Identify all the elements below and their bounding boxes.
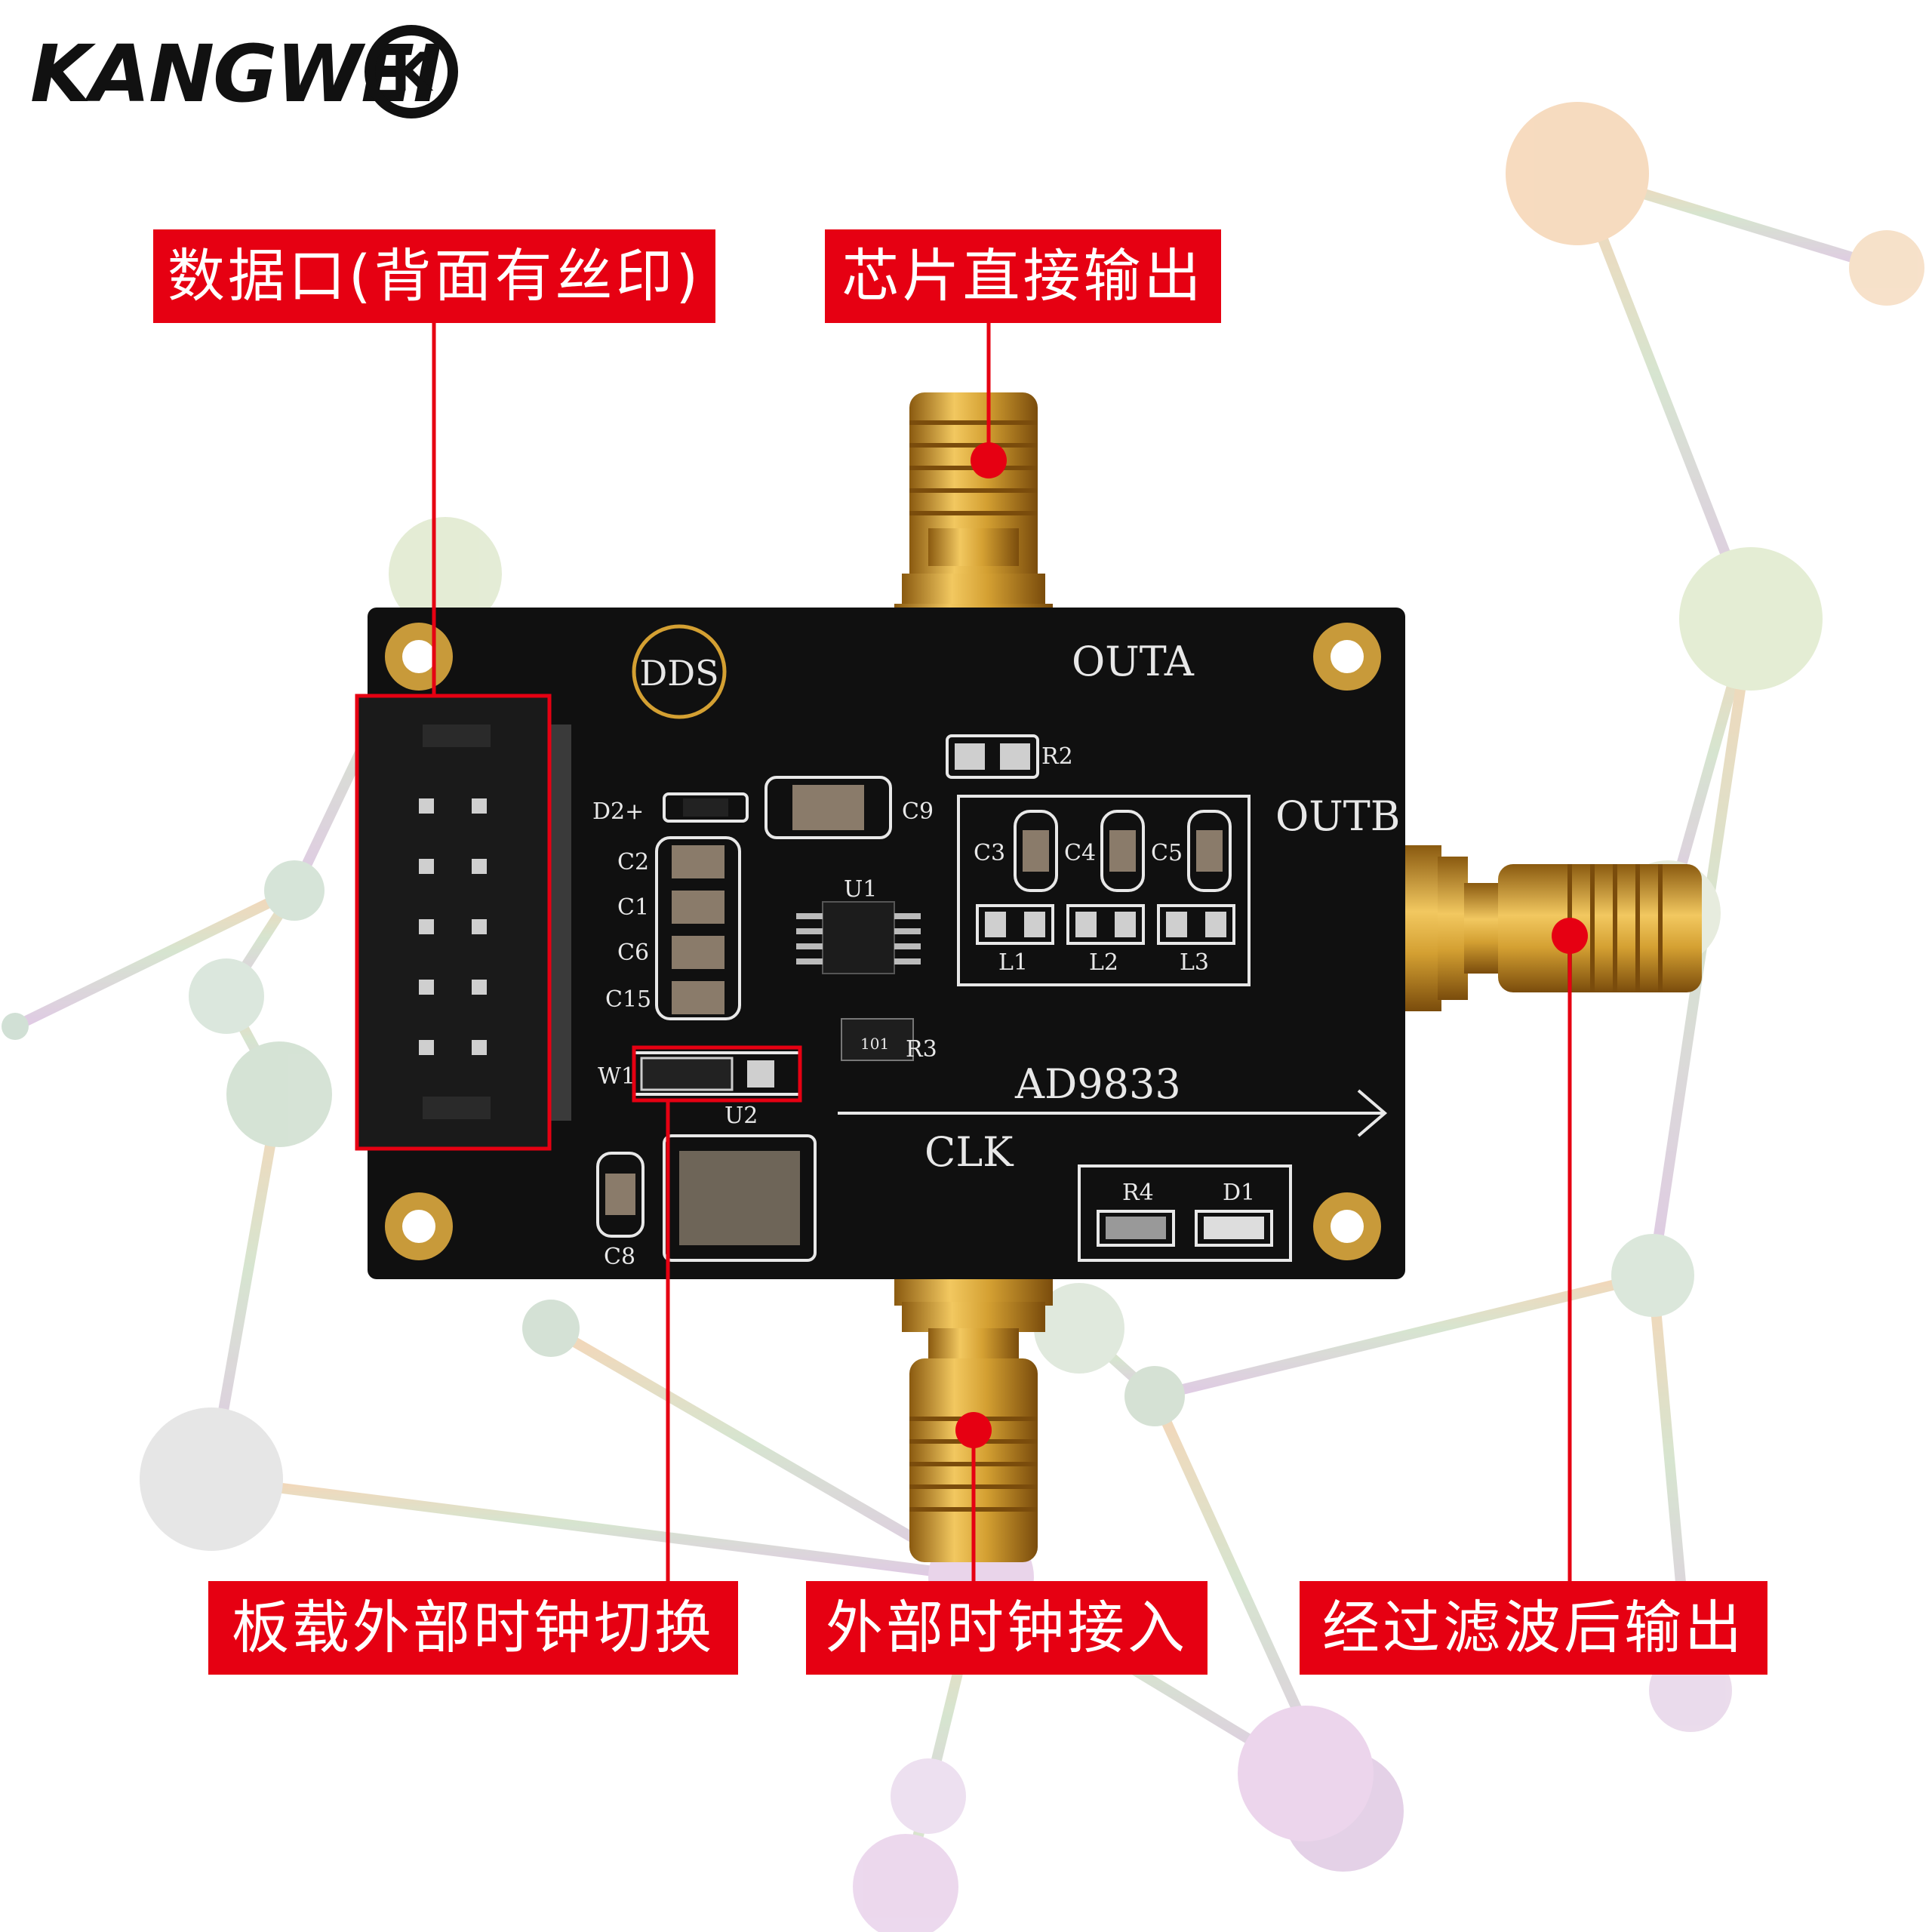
silk-c3: C3 <box>974 840 1005 866</box>
silk-d1: D1 <box>1223 1180 1255 1206</box>
leader-lines <box>432 323 1572 1581</box>
silk-clk: CLK <box>924 1128 1014 1176</box>
pin-header <box>358 696 571 1149</box>
silk-u2: U2 <box>724 1103 758 1129</box>
marker-dot <box>971 442 1007 478</box>
silk-l1: L1 <box>998 949 1028 976</box>
silk-r2: R2 <box>1041 743 1073 770</box>
silk-outb: OUTB <box>1275 792 1400 840</box>
silk-c2: C2 <box>617 849 649 875</box>
silk-c6: C6 <box>617 940 649 966</box>
chip-u1 <box>796 901 921 974</box>
callout-chip-output: 芯片直接输出 <box>825 229 1221 323</box>
callout-ext-clock-in: 外部时钟接入 <box>806 1581 1208 1675</box>
silk-outa: OUTA <box>1072 638 1195 685</box>
silk-r4: R4 <box>1122 1180 1154 1206</box>
brand-badge-icon: K <box>365 25 458 118</box>
svg-text:K: K <box>391 42 434 103</box>
mounting-hole <box>385 623 1381 1260</box>
silk-l3: L3 <box>1180 949 1209 976</box>
capacitor-column <box>655 836 741 1020</box>
silk-c4: C4 <box>1064 840 1096 866</box>
silk-ad9833: AD9833 <box>1014 1060 1181 1108</box>
silk-dds: DDS <box>639 653 718 694</box>
marker-dot <box>1552 918 1588 954</box>
marker-dot <box>955 1412 992 1448</box>
silk-r3-value: 101 <box>860 1035 889 1053</box>
silk-c5: C5 <box>1151 840 1183 866</box>
pcb-board: DDS OUTA OUTB CLK AD9833 D2+ C9 C2 C1 C6… <box>358 608 1405 1279</box>
silk-c9: C9 <box>902 798 934 825</box>
callout-data-port: 数据口(背面有丝印) <box>153 229 715 323</box>
silk-l2: L2 <box>1089 949 1118 976</box>
highlight-clock-switch <box>632 1045 802 1103</box>
silk-r3: R3 <box>906 1036 937 1063</box>
callout-filtered-output: 经过滤波后输出 <box>1300 1581 1767 1675</box>
silk-c15: C15 <box>605 986 651 1013</box>
silk-d2: D2+ <box>592 798 644 825</box>
silk-w1: W1 <box>598 1063 635 1090</box>
filter-network <box>957 795 1251 986</box>
highlight-data-port <box>355 694 552 1151</box>
silk-c1: C1 <box>617 894 649 921</box>
silk-c8: C8 <box>604 1244 635 1270</box>
callout-clock-switch: 板载外部时钟切换 <box>208 1581 738 1675</box>
silk-u1: U1 <box>844 876 877 903</box>
